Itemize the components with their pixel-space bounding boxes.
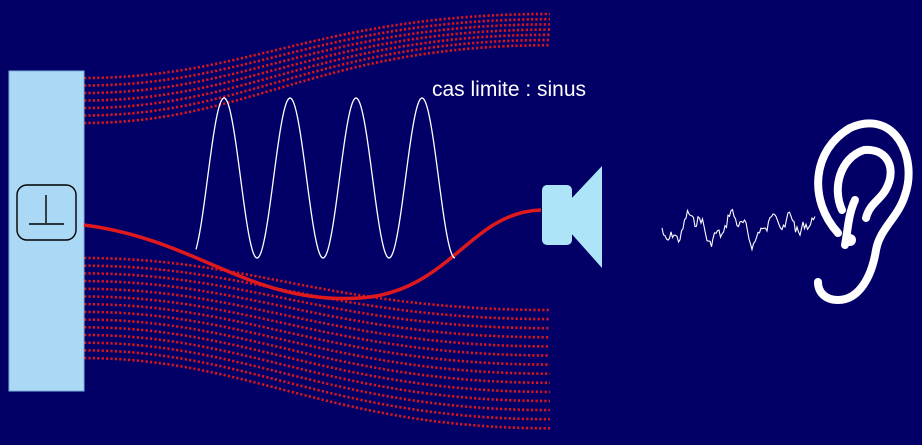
lower-dotted-line bbox=[83, 326, 551, 394]
sine-wave bbox=[195, 97, 456, 259]
lower-dotted-line bbox=[83, 264, 551, 321]
speaker-icon bbox=[542, 166, 602, 268]
lower-dotted-lines bbox=[83, 256, 551, 430]
lower-dotted-line bbox=[83, 349, 551, 421]
upper-dotted-line bbox=[83, 17, 551, 87]
ground-symbol-icon bbox=[16, 184, 77, 241]
lower-dotted-line bbox=[83, 279, 551, 339]
red-wire bbox=[83, 208, 542, 301]
lower-dotted-line bbox=[83, 341, 551, 412]
noisy-signal bbox=[661, 208, 816, 252]
upper-dotted-line bbox=[83, 33, 551, 110]
upper-dotted-line bbox=[83, 12, 551, 80]
lower-dotted-line bbox=[83, 310, 551, 375]
upper-dotted-lines bbox=[83, 12, 551, 125]
upper-dotted-line bbox=[83, 43, 551, 125]
lower-dotted-line bbox=[83, 272, 551, 330]
lower-dotted-line bbox=[83, 318, 551, 385]
lower-dotted-line bbox=[83, 295, 551, 357]
lower-dotted-line bbox=[83, 287, 551, 348]
lower-dotted-line bbox=[83, 302, 551, 366]
upper-dotted-line bbox=[83, 23, 551, 95]
upper-dotted-line bbox=[83, 38, 551, 117]
lower-dotted-line bbox=[83, 356, 551, 430]
ear-icon bbox=[814, 119, 913, 304]
lower-dotted-line bbox=[83, 333, 551, 403]
caption-text: cas limite : sinus bbox=[432, 78, 587, 101]
upper-dotted-line bbox=[83, 28, 551, 102]
lower-dotted-line bbox=[83, 256, 551, 312]
